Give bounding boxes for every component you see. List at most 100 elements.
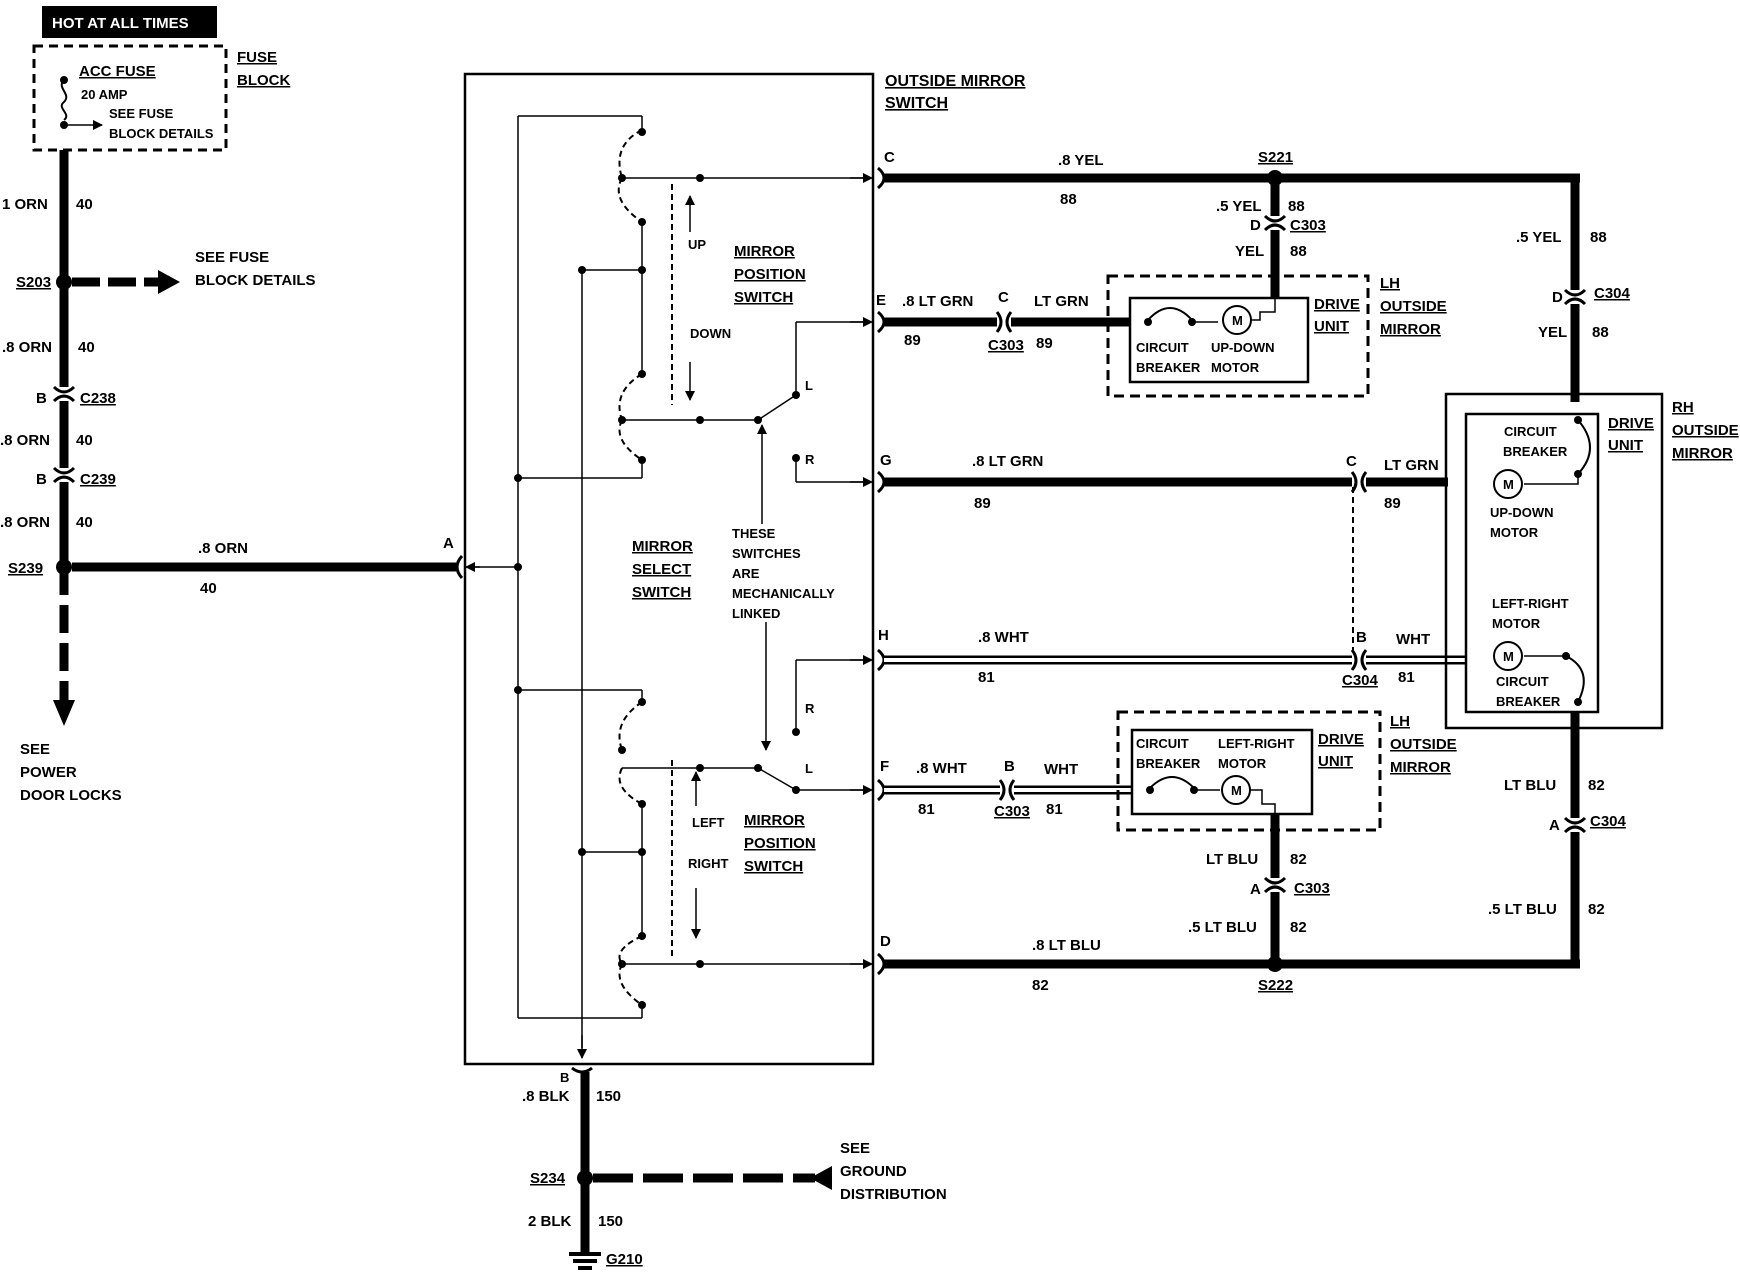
- switch-pin-connectors: [876, 166, 886, 976]
- switch-pin-arrows: [465, 173, 873, 969]
- select-switch-3: SWITCH: [632, 584, 691, 601]
- lh-top-drive-unit: [1128, 296, 1310, 384]
- wire-2-circuit: 40: [78, 339, 95, 356]
- ground-see-2: GROUND: [840, 1163, 907, 1180]
- g-lt-grn: LT GRN: [1384, 457, 1439, 474]
- f-circuit-2: 81: [1046, 801, 1063, 818]
- wire-g-circuit: 89: [974, 495, 991, 512]
- e-c303-label: C303: [988, 337, 1024, 354]
- rh-rh-2: OUTSIDE: [1672, 422, 1739, 439]
- power-door-locks-arrow: [53, 700, 75, 726]
- pin-a: A: [443, 535, 454, 552]
- c303-a-label: C303: [1294, 880, 1330, 897]
- wire-e-label: .8 LT GRN: [902, 293, 973, 310]
- rh-rh-3: MIRROR: [1672, 445, 1733, 462]
- fuse-see-1: SEE FUSE: [109, 106, 174, 121]
- g-circuit-2: 89: [1384, 495, 1401, 512]
- s221-down-label: .5 YEL: [1216, 198, 1262, 215]
- ground-wire-1-label: .8 BLK: [522, 1088, 570, 1105]
- acc-fuse-label: ACC FUSE: [79, 63, 156, 80]
- right-label: RIGHT: [688, 856, 729, 871]
- lh-top-cb-terminal-1: [1144, 318, 1152, 326]
- s203-see-2: BLOCK DETAILS: [195, 272, 316, 289]
- connector-g-c304: [1350, 471, 1368, 493]
- wire-c-label: .8 YEL: [1058, 152, 1104, 169]
- pin-f: F: [880, 758, 889, 775]
- ground-pin-b-connector: [571, 1066, 593, 1074]
- s222-label: S222: [1258, 977, 1293, 994]
- wire-1-circuit: 40: [76, 196, 93, 213]
- see-power-2: POWER: [20, 764, 77, 781]
- lh-top-lh-1: LH: [1380, 275, 1400, 292]
- s221-label: S221: [1258, 149, 1293, 166]
- ground-see-1: SEE: [840, 1140, 870, 1157]
- lh-bot-cb-2: BREAKER: [1136, 756, 1201, 771]
- lh-top-mirror-outline: [1106, 274, 1370, 398]
- c304-d-pin: D: [1552, 289, 1563, 306]
- rh-updown-motor: [1493, 469, 1523, 499]
- fuse-block-outline: [32, 44, 228, 152]
- rh-m2-2: MOTOR: [1492, 616, 1541, 631]
- c303-d-label: C303: [1290, 217, 1326, 234]
- lh-top-motor-m: M: [1232, 313, 1243, 328]
- g-c304-pin: C: [1346, 453, 1357, 470]
- rh-motor2-m: M: [1503, 649, 1514, 664]
- rh-drive-unit: [1464, 412, 1600, 714]
- fuse-rating: 20 AMP: [81, 87, 128, 102]
- ground-symbol-g210: [569, 1252, 601, 1270]
- wire-4-circuit: 40: [76, 514, 93, 531]
- lh-bot-lh-3: MIRROR: [1390, 759, 1451, 776]
- connector-c304-d: [1563, 288, 1587, 306]
- rh-top-label: .5 YEL: [1516, 229, 1562, 246]
- mark-r-top: R: [805, 452, 815, 467]
- rh-rh-1: RH: [1672, 399, 1694, 416]
- wire-d-label: .8 LT BLU: [1032, 937, 1101, 954]
- pin-a-connector: [455, 554, 464, 580]
- s234-label: S234: [530, 1170, 566, 1187]
- splice-s222: [1267, 956, 1283, 972]
- h-wht: WHT: [1396, 631, 1430, 648]
- updown-switch-1: MIRROR: [734, 243, 795, 260]
- select-switch-1: MIRROR: [632, 538, 693, 555]
- c304-a-label: C304: [1590, 813, 1627, 830]
- rh-leftright-motor: [1493, 641, 1523, 671]
- h-circuit-2: 81: [1398, 669, 1415, 686]
- rh-cb2-terminal-2: [1574, 698, 1582, 706]
- connector-h-c304: [1350, 649, 1368, 671]
- rh-cb2-2: BREAKER: [1496, 694, 1561, 709]
- s239-label: S239: [8, 560, 43, 577]
- lh-top-drive-2: UNIT: [1314, 318, 1349, 335]
- rh-drive-1: DRIVE: [1608, 415, 1654, 432]
- c238-label: C238: [80, 390, 116, 407]
- rh-blu-circuit: 82: [1588, 777, 1605, 794]
- h-c304-pin: B: [1356, 629, 1367, 646]
- rh-motor1-m: M: [1503, 477, 1514, 492]
- s203-see-1: SEE FUSE: [195, 249, 269, 266]
- wire-e-circuit: 89: [904, 332, 921, 349]
- f-c303-label: C303: [994, 803, 1030, 820]
- c304-d-label: C304: [1594, 285, 1631, 302]
- mark-r-bot: R: [805, 701, 815, 716]
- f-wht: WHT: [1044, 761, 1078, 778]
- ground-pin-b: B: [560, 1070, 569, 1085]
- fuse-element: [60, 79, 68, 121]
- updown-switch-2: POSITION: [734, 266, 806, 283]
- rh-blu-label: LT BLU: [1504, 777, 1556, 794]
- fuse-block-title-2: BLOCK: [237, 72, 290, 89]
- lh-bot-drive-2: UNIT: [1318, 753, 1353, 770]
- linked-5: LINKED: [732, 606, 780, 621]
- see-power-3: DOOR LOCKS: [20, 787, 122, 804]
- lh-top-drive-1: DRIVE: [1314, 296, 1360, 313]
- lh-top-lh-2: OUTSIDE: [1380, 298, 1447, 315]
- linked-4: MECHANICALLY: [732, 586, 835, 601]
- rh-drive-2: UNIT: [1608, 437, 1643, 454]
- lh-bot-motor-m: M: [1231, 783, 1242, 798]
- splice-s239: [56, 559, 72, 575]
- wire-d-circuit: 82: [1032, 977, 1049, 994]
- c239-pin: B: [36, 471, 47, 488]
- leftright-switch-1: MIRROR: [744, 812, 805, 829]
- c238-pin: B: [36, 390, 47, 407]
- lh-blu-label: LT BLU: [1206, 851, 1258, 868]
